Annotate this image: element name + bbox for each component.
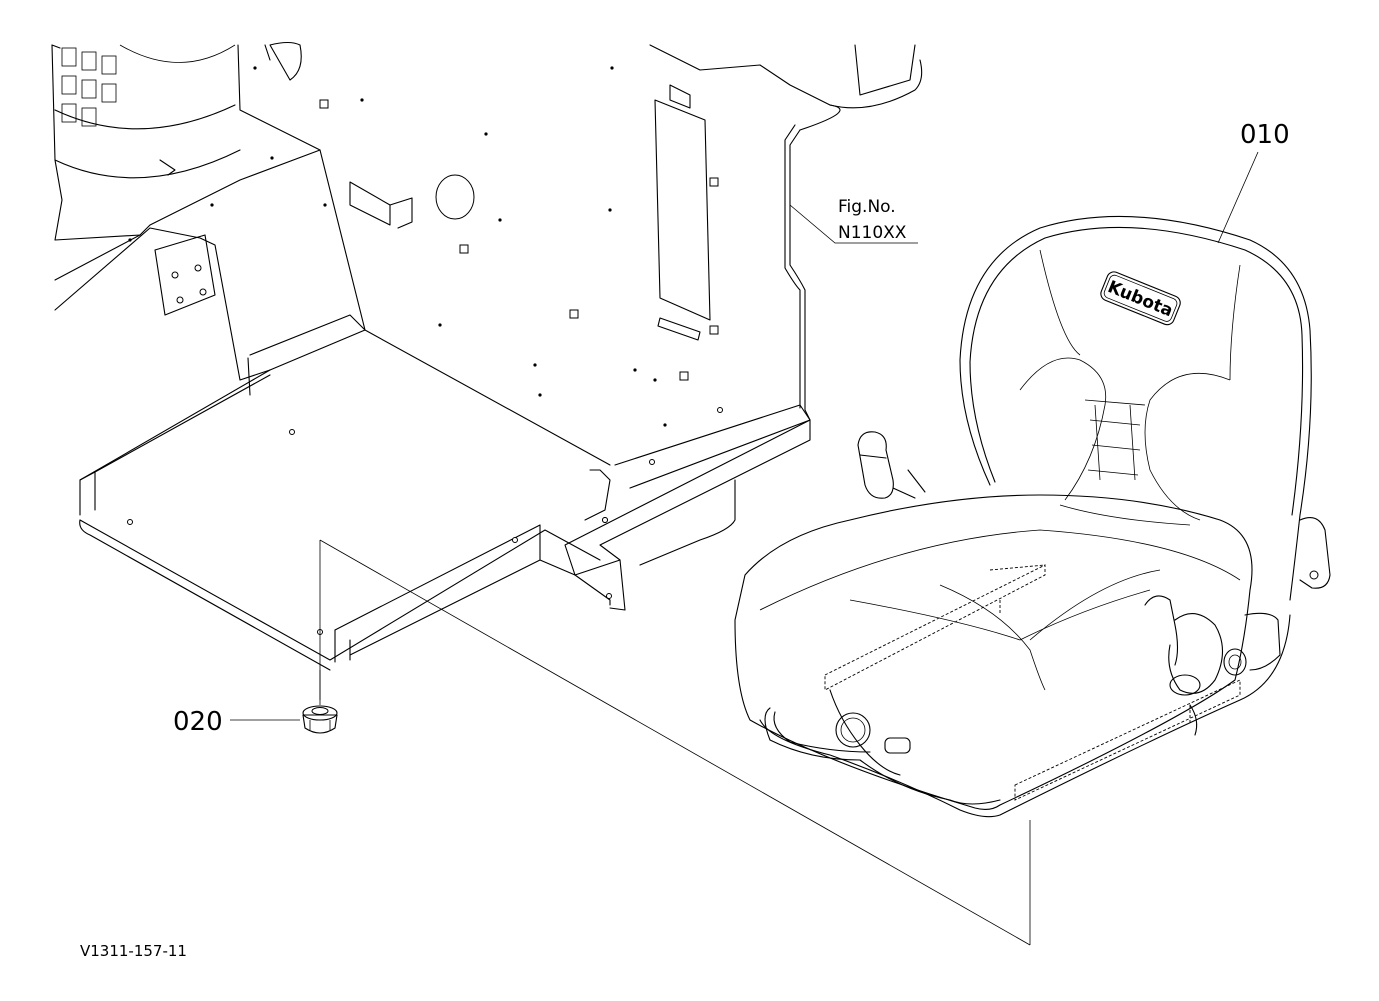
figure-reference-line1: Fig.No. [838,197,896,217]
seat-deck-frame [51,44,611,671]
flange-nut [302,705,338,734]
seat-mount-bracket [539,404,811,611]
figure-reference-line2: N110XX [838,223,907,243]
leader-lines [230,151,1259,946]
callout-010: 010 [1240,120,1290,150]
callout-020: 020 [173,707,223,737]
seat-assembly: Kubota [734,215,1331,818]
drawing-code: V1311-157-11 [80,942,187,960]
back-panel [128,41,923,427]
seat-logo: Kubota [1100,271,1181,326]
